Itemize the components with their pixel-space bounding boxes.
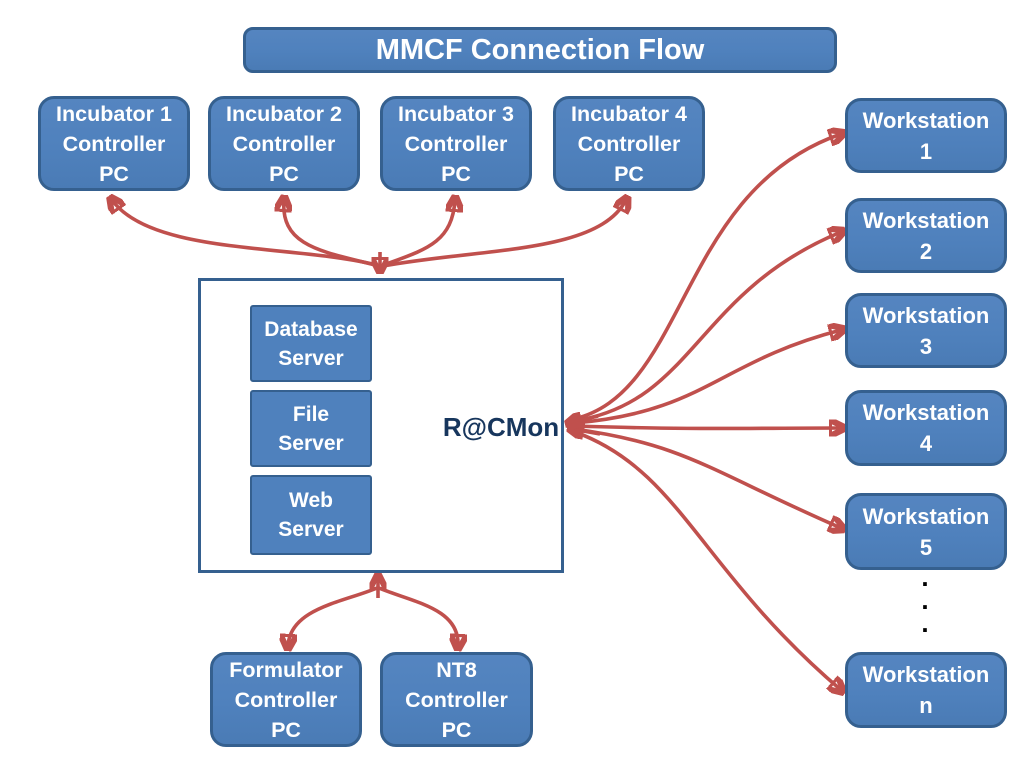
file-server-node: File Server bbox=[250, 390, 372, 467]
diagram-title-text: MMCF Connection Flow bbox=[375, 33, 705, 66]
ellipsis-dot: . bbox=[921, 608, 929, 638]
node-label: NT8 bbox=[436, 657, 477, 682]
node-label: Web bbox=[289, 489, 333, 512]
workstation-n-node: Workstation n bbox=[845, 652, 1007, 728]
central-hub-box: Database Server File Server Web Server R… bbox=[198, 278, 564, 573]
database-server-node: Database Server bbox=[250, 305, 372, 382]
node-label: Database bbox=[264, 317, 358, 341]
arrow-hub-to-workstation-n bbox=[574, 430, 841, 690]
workstation-4-node: Workstation 4 bbox=[845, 390, 1007, 466]
arrow-hub-to-incubator-4 bbox=[382, 200, 626, 268]
node-label: Incubator 1 bbox=[56, 101, 172, 126]
arrow-hub-to-incubator-2 bbox=[284, 200, 380, 268]
node-label: Workstation bbox=[862, 107, 990, 133]
node-label: Controller bbox=[232, 131, 336, 156]
workstation-5-node: Workstation 5 bbox=[845, 493, 1007, 570]
workstation-3-node: Workstation 3 bbox=[845, 293, 1007, 368]
node-label: Incubator 2 bbox=[226, 101, 342, 126]
racmon-label: R@CMon bbox=[442, 412, 560, 442]
formulator-controller-node: Formulator Controller PC bbox=[210, 652, 362, 747]
arrow-hub-to-nt8 bbox=[378, 586, 458, 646]
node-label: Workstation bbox=[862, 302, 990, 328]
workstation-2-node: Workstation 2 bbox=[845, 198, 1007, 273]
node-label: Incubator 4 bbox=[571, 101, 687, 126]
node-label: Controller bbox=[62, 131, 166, 156]
arrow-hub-to-formulator bbox=[288, 586, 378, 646]
node-label: 5 bbox=[919, 534, 933, 560]
node-label: 3 bbox=[919, 333, 933, 359]
node-label: Workstation bbox=[862, 400, 990, 425]
node-label: 2 bbox=[919, 238, 933, 264]
node-label: PC bbox=[271, 717, 301, 742]
node-label: Server bbox=[278, 346, 344, 370]
node-label: Server bbox=[278, 518, 344, 541]
node-label: PC bbox=[614, 161, 644, 186]
ellipsis-dots: . . . bbox=[916, 562, 934, 638]
incubator-4-controller-node: Incubator 4 Controller PC bbox=[553, 96, 705, 191]
node-label: PC bbox=[441, 717, 472, 742]
incubator-2-controller-node: Incubator 2 Controller PC bbox=[208, 96, 360, 191]
node-label: Controller bbox=[405, 687, 508, 712]
incubator-1-controller-node: Incubator 1 Controller PC bbox=[38, 96, 190, 191]
node-label: Workstation bbox=[862, 503, 990, 529]
arrow-hub-to-workstation-3 bbox=[573, 330, 841, 425]
node-label: Server bbox=[278, 431, 344, 455]
node-label: PC bbox=[99, 161, 129, 186]
ellipsis-dot: . bbox=[921, 562, 929, 592]
diagram-title: MMCF Connection Flow bbox=[243, 27, 837, 73]
node-label: Workstation bbox=[862, 207, 990, 233]
web-server-node: Web Server bbox=[250, 475, 372, 555]
node-label: Workstation bbox=[862, 662, 990, 687]
arrow-hub-to-workstation-5 bbox=[573, 427, 841, 528]
node-label: Controller bbox=[404, 131, 508, 156]
node-label: File bbox=[292, 402, 330, 426]
arrow-into-hub-right-lower bbox=[572, 429, 601, 434]
arrow-hub-to-workstation-2 bbox=[573, 232, 841, 423]
node-label: Controller bbox=[577, 131, 681, 156]
arrow-hub-to-incubator-3 bbox=[380, 200, 455, 268]
ellipsis-dot: . bbox=[921, 585, 929, 615]
node-label: n bbox=[919, 693, 933, 718]
node-label: 1 bbox=[919, 138, 933, 164]
node-label: PC bbox=[441, 161, 471, 186]
workstation-1-node: Workstation 1 bbox=[845, 98, 1007, 173]
incubator-3-controller-node: Incubator 3 Controller PC bbox=[380, 96, 532, 191]
node-label: 4 bbox=[919, 431, 933, 456]
arrow-hub-to-workstation-4 bbox=[573, 426, 841, 429]
node-label: PC bbox=[269, 161, 299, 186]
node-label: Incubator 3 bbox=[398, 101, 514, 126]
node-label: Controller bbox=[234, 687, 338, 712]
nt8-controller-node: NT8 Controller PC bbox=[380, 652, 533, 747]
node-label: Formulator bbox=[229, 657, 343, 682]
arrow-hub-to-workstation-1 bbox=[573, 134, 841, 421]
